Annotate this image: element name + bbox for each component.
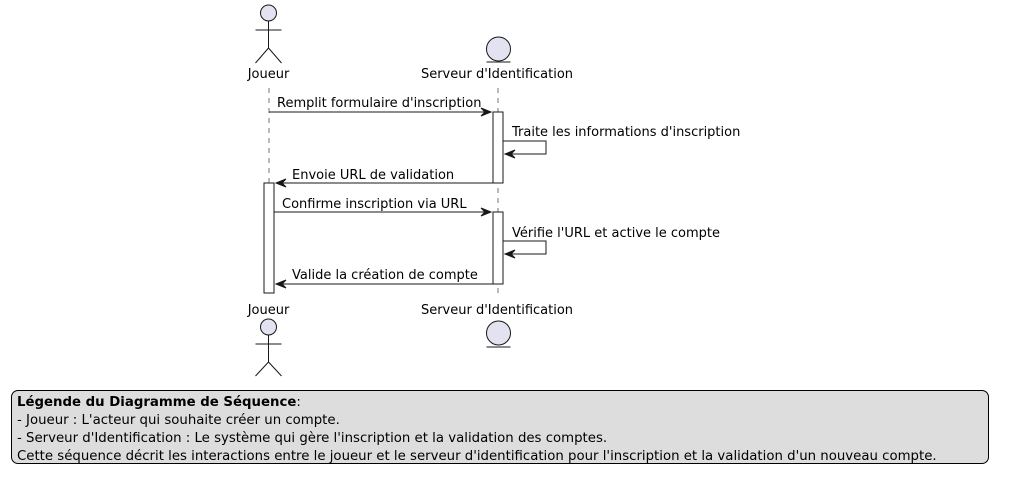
participant-serveur-top: Serveur d'Identification — [421, 36, 573, 82]
participant-label-joueur-bottom: Joueur — [247, 303, 290, 318]
legend-title-line: Légende du Diagramme de Séquence: — [17, 394, 983, 412]
message-1: Remplit formulaire d'inscription — [269, 96, 493, 117]
participant-joueur-bottom: Joueur — [247, 303, 290, 377]
entity-icon — [486, 320, 511, 348]
activation-bar-joueur — [263, 182, 275, 294]
participant-serveur-bottom: Serveur d'Identification — [421, 303, 573, 348]
arrowhead-icon — [274, 178, 287, 188]
message-3: Envoie URL de validation — [274, 168, 493, 188]
legend-title-suffix: : — [296, 395, 301, 410]
activation-bar-serveur-1 — [492, 111, 504, 184]
message-label-2: Traite les informations d'inscription — [511, 125, 740, 140]
actor-icon — [255, 318, 282, 377]
legend-box: Légende du Diagramme de Séquence: - Joue… — [11, 390, 989, 464]
sequence-diagram: Joueur Serveur d'Identification Joueur S… — [247, 4, 740, 377]
message-2: Traite les informations d'inscription — [503, 125, 740, 159]
message-label-6: Valide la création de compte — [292, 268, 478, 283]
arrowhead-icon — [480, 207, 493, 217]
participant-joueur-top: Joueur — [247, 4, 290, 82]
arrowhead-icon — [503, 249, 516, 259]
arrowhead-icon — [274, 279, 287, 289]
message-5: Vérifie l'URL et active le compte — [503, 226, 720, 259]
legend-title: Légende du Diagramme de Séquence — [17, 395, 297, 410]
participant-label-serveur-bottom: Serveur d'Identification — [421, 303, 573, 318]
arrowhead-icon — [480, 107, 493, 117]
legend-line-3: Cette séquence décrit les interactions e… — [17, 449, 937, 464]
actor-icon — [255, 4, 282, 64]
activation-bar-serveur-2 — [492, 211, 504, 285]
arrowhead-icon — [503, 149, 516, 159]
message-label-3: Envoie URL de validation — [292, 168, 454, 183]
message-4: Confirme inscription via URL — [274, 197, 493, 217]
entity-icon — [486, 36, 511, 63]
legend-line-2: - Serveur d'Identification : Le système … — [17, 431, 608, 446]
participant-label-joueur-top: Joueur — [247, 67, 290, 82]
message-6: Valide la création de compte — [274, 268, 493, 289]
message-label-5: Vérifie l'URL et active le compte — [512, 226, 720, 241]
message-label-4: Confirme inscription via URL — [282, 197, 467, 212]
message-label-1: Remplit formulaire d'inscription — [277, 96, 481, 111]
legend-line-1: - Joueur : L'acteur qui souhaite créer u… — [17, 413, 340, 428]
participant-label-serveur-top: Serveur d'Identification — [421, 67, 573, 82]
